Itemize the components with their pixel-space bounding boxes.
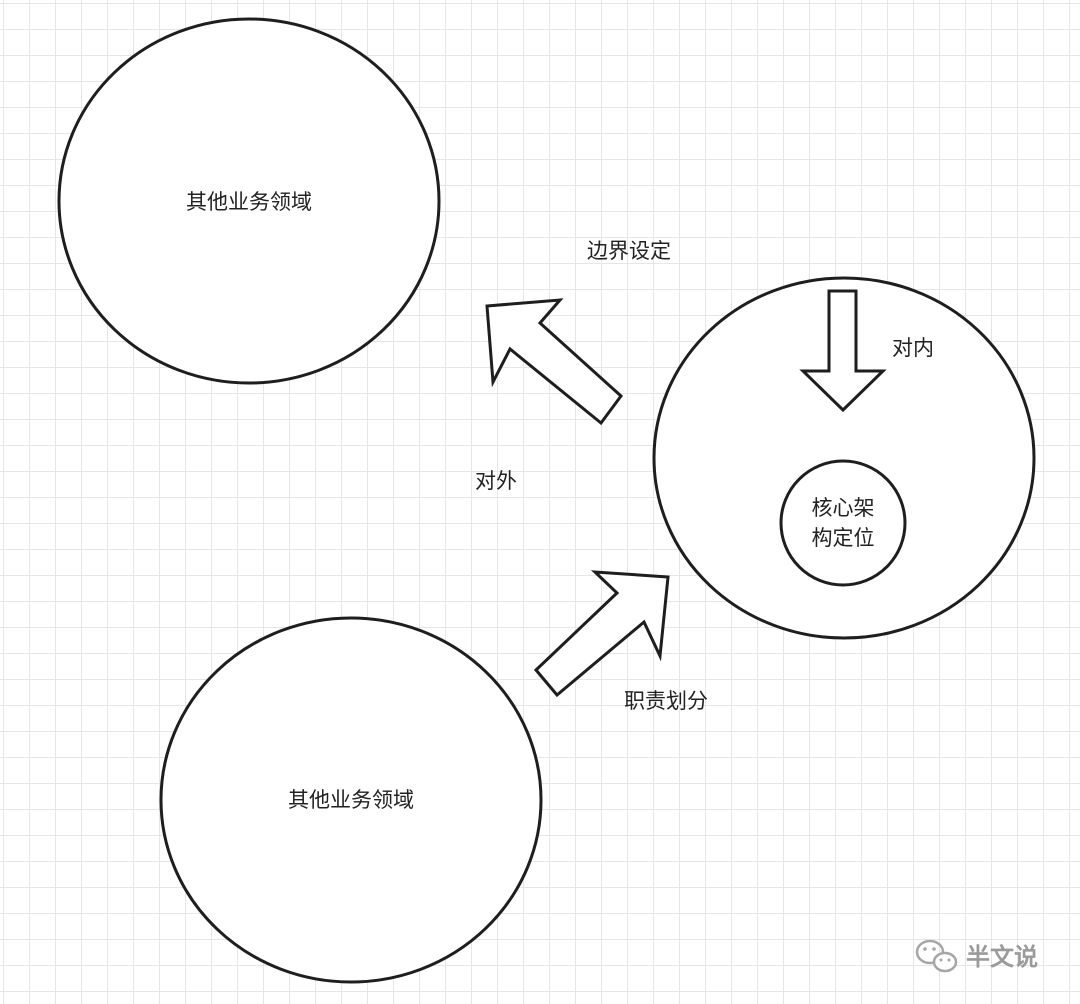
other-domain-top-circle xyxy=(57,17,441,385)
outward-label: 对外 xyxy=(475,469,517,493)
other-domain-bottom-circle xyxy=(159,616,543,984)
core-architecture-label-line2: 构定位 xyxy=(812,526,875,550)
core-domain-outer-circle xyxy=(652,276,1036,640)
watermark-text: 半文说 xyxy=(966,943,1038,971)
boundary-setting-label: 边界设定 xyxy=(587,239,671,263)
wechat-icon xyxy=(915,939,958,973)
other-domain-top-label: 其他业务领域 xyxy=(186,190,312,214)
other-domain-top-node: 其他业务领域 xyxy=(57,17,441,385)
core-architecture-inner-circle xyxy=(779,459,907,587)
core-domain-node: 核心架 构定位 xyxy=(652,276,1036,640)
inward-label: 对内 xyxy=(892,336,934,360)
other-domain-bottom-label: 其他业务领域 xyxy=(288,788,414,812)
inward-down-arrow xyxy=(799,289,887,413)
responsibility-up-right-arrow xyxy=(533,570,670,698)
responsibility-division-label: 职责划分 xyxy=(624,689,708,713)
other-domain-bottom-node: 其他业务领域 xyxy=(159,616,543,984)
core-architecture-label-line1: 核心架 xyxy=(812,496,875,520)
watermark: 半文说 xyxy=(915,939,1038,973)
outward-up-left-arrow xyxy=(485,298,624,426)
